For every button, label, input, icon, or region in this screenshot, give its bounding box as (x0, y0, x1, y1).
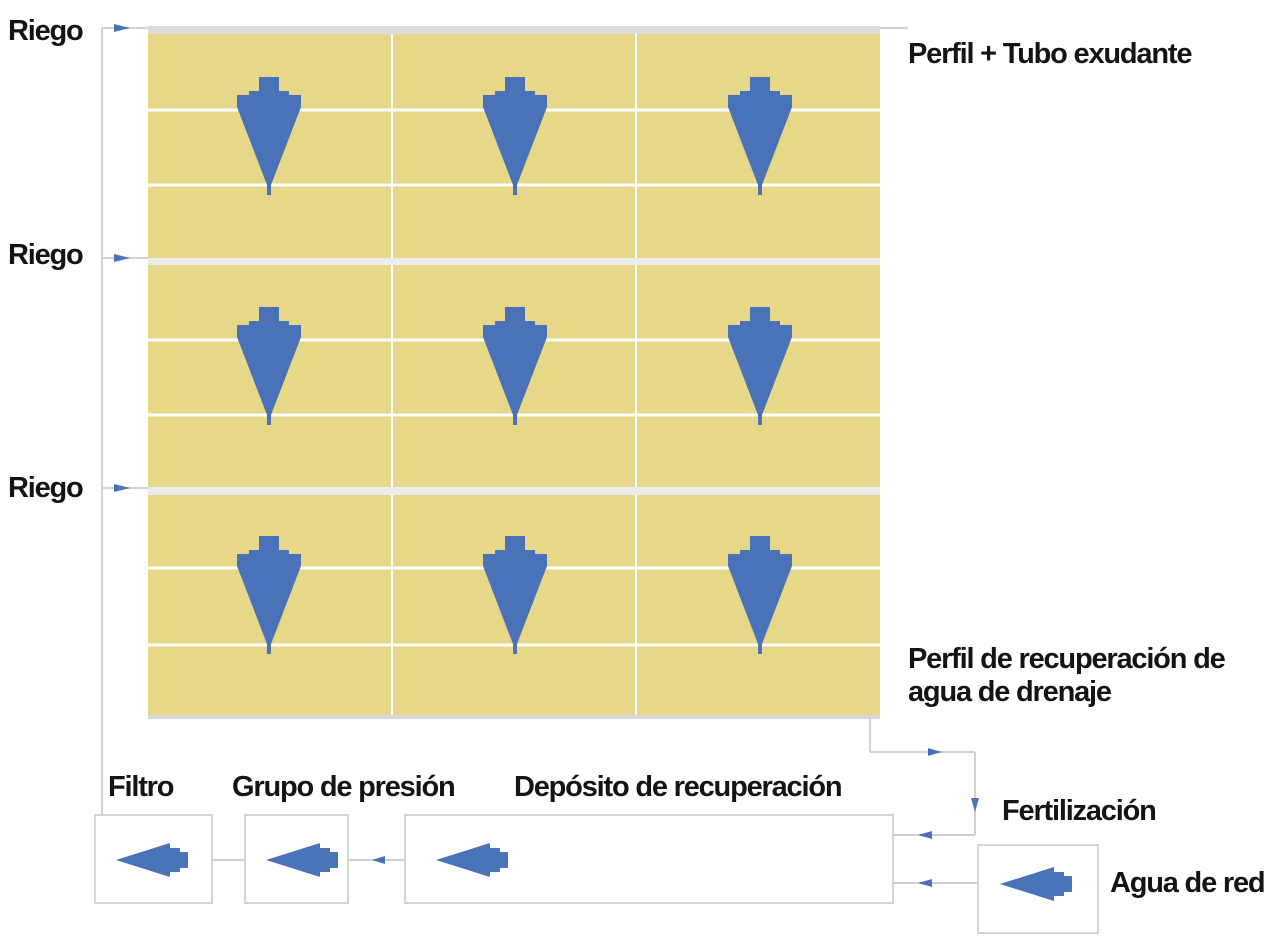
flow-arrow-left-icon (1000, 867, 1072, 901)
top-rail (148, 26, 880, 34)
flow-arrow-left-icon (116, 843, 188, 877)
perfil-tubo-label: Perfil + Tubo exudante (908, 38, 1192, 70)
bottom-rail (148, 715, 880, 719)
drip-arrow-down-icon (483, 536, 547, 654)
drip-arrow-down-icon (728, 307, 792, 425)
drip-arrow-down-icon (483, 307, 547, 425)
drip-arrow-down-icon (237, 77, 301, 195)
flow-arrow-left-icon (436, 843, 508, 877)
riego-label-1: Riego (8, 15, 84, 47)
filtro-label: Filtro (108, 771, 175, 803)
small-arrow-left-icon (918, 879, 932, 887)
riego-label-3: Riego (8, 472, 84, 504)
agua-red-label: Agua de red (1110, 867, 1266, 899)
equipment (94, 814, 1099, 934)
drip-arrow-down-icon (728, 536, 792, 654)
small-arrow-left-icon (372, 856, 385, 864)
small-arrow-down-icon (971, 798, 979, 812)
row-separator (148, 487, 880, 495)
drip-arrow-down-icon (483, 77, 547, 195)
drip-arrow-down-icon (237, 307, 301, 425)
flow-arrows (116, 748, 1072, 901)
flow-arrow-left-icon (266, 843, 338, 877)
row-separator (148, 258, 880, 265)
fertilizacion-label: Fertilización (1002, 795, 1157, 827)
deposito-label: Depósito de recuperación (514, 771, 843, 803)
grupo-presion-label: Grupo de presión (232, 771, 456, 803)
drip-arrows (237, 77, 792, 654)
drip-arrow-down-icon (237, 536, 301, 654)
riego-arrows (114, 24, 130, 492)
filter-box (94, 814, 213, 904)
drip-arrow-down-icon (728, 77, 792, 195)
riego-arrow-icon (114, 484, 130, 492)
riego-label-2: Riego (8, 239, 84, 271)
small-arrow-right-icon (928, 748, 942, 756)
riego-arrow-icon (114, 24, 130, 32)
riego-arrow-icon (114, 254, 130, 262)
small-arrow-left-icon (918, 831, 932, 839)
perfil-recuperacion-label: Perfil de recuperación de agua de drenaj… (908, 643, 1226, 708)
